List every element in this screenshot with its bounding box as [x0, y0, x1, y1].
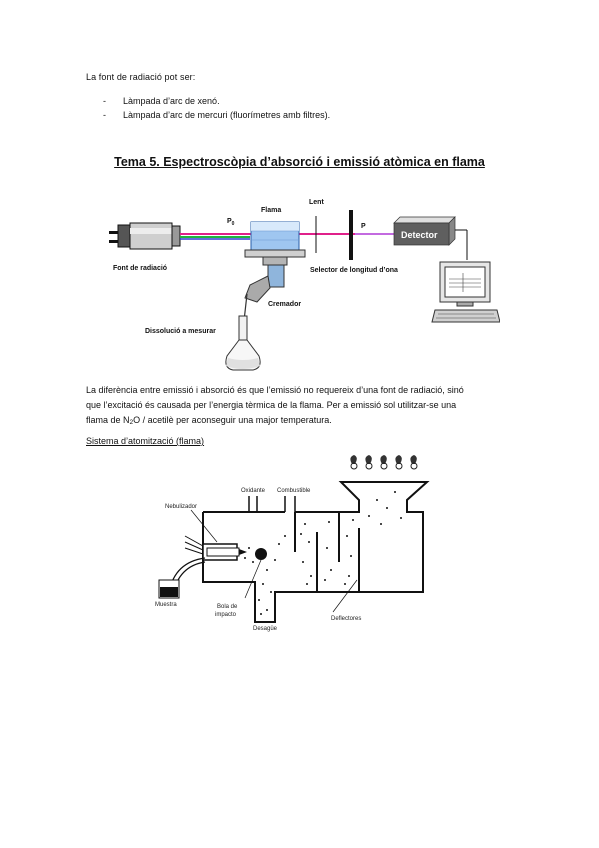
source-label: Font de radiació — [113, 265, 167, 272]
deflectors-label: Deflectores — [331, 616, 361, 622]
sample-vessel-icon — [158, 557, 206, 599]
nebulizer-label: Nebulizador — [165, 504, 197, 510]
impact-ball-icon — [255, 548, 267, 560]
impact-ball-label-1: Bola de — [217, 604, 238, 610]
nebulizer-icon — [184, 535, 267, 561]
list-bullet: - — [103, 96, 106, 106]
lens-label: Lent — [309, 199, 324, 206]
paragraph-line: flama de N2O / acetilè per aconseguir un… — [86, 415, 332, 426]
computer-icon — [431, 261, 500, 323]
list-item-text: Làmpada d’arc de mercuri (fluorímetres a… — [123, 110, 331, 120]
flame-row-icon — [350, 455, 418, 470]
wavelength-selector-icon — [349, 210, 353, 260]
page-title: Tema 5. Espectroscòpia d’absorció i emis… — [114, 155, 485, 169]
sample-label: Muestra — [155, 602, 177, 608]
flame-icon — [244, 221, 306, 258]
lamp-icon — [109, 222, 181, 250]
paragraph-line: que l’excitació és causada per l’energia… — [86, 400, 457, 410]
flame-spectroscopy-diagram: Flama Lent P0 P Detector Font de radiaci… — [109, 199, 500, 371]
p-label: P — [361, 223, 366, 230]
list-item: - Làmpada d’arc de xenó. — [103, 96, 330, 110]
flame-label: Flama — [261, 207, 281, 214]
oxidant-label: Oxidante — [241, 488, 266, 494]
atomization-system-diagram: Oxidante Combustible Nebulizador Muestra… — [155, 455, 430, 632]
detector-icon — [393, 216, 468, 260]
burner-label: Cremador — [268, 301, 301, 308]
flask-icon — [225, 315, 261, 371]
droplets — [244, 491, 402, 615]
impact-ball-label-2: impacto — [215, 612, 237, 618]
radiation-source-list: - Làmpada d’arc de xenó. - Làmpada d’arc… — [103, 96, 330, 124]
fuel-label: Combustible — [277, 488, 311, 494]
intro-text: La font de radiació pot ser: — [86, 72, 196, 82]
list-bullet: - — [103, 110, 106, 120]
paragraph-line: La diferència entre emissió i absorció é… — [86, 385, 464, 395]
p0-label: P0 — [227, 218, 235, 227]
list-item-text: Làmpada d’arc de xenó. — [123, 96, 220, 106]
section-heading: Sistema d’atomització (flama) — [86, 436, 205, 446]
detector-label: Detector — [401, 230, 438, 240]
difference-paragraph: La diferència entre emissió i absorció é… — [86, 383, 516, 430]
drain-label: Desagüe — [253, 626, 278, 632]
list-item: - Làmpada d’arc de mercuri (fluorímetres… — [103, 110, 330, 124]
burner-icon — [242, 256, 288, 331]
selector-label: Selector de longitud d’ona — [310, 267, 398, 274]
solution-label: Dissolució a mesurar — [145, 328, 216, 335]
